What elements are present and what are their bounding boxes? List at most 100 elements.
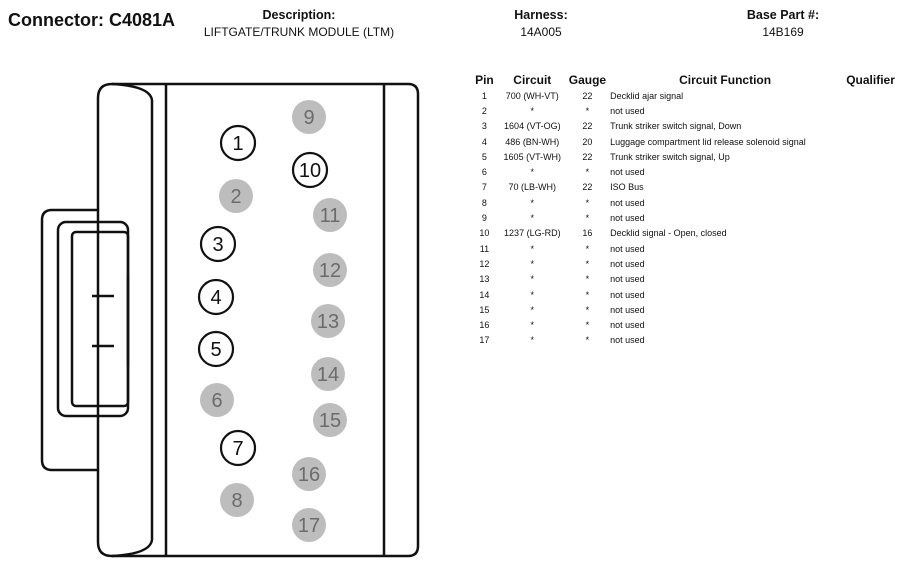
function-cell: not used [610,213,645,224]
connector-title: Connector: C4081A [8,10,176,30]
pin-number: 5 [210,339,221,361]
pin-circle-active [197,330,235,368]
circuit-cell: * [530,320,535,331]
table-row: 9**not used [470,210,900,225]
pin-circle-unused [313,253,347,287]
circuit-cell: * [530,289,535,300]
connector-pin: 5 [197,330,235,368]
qualifier-cell [841,88,900,103]
pin-number: 1 [232,133,243,155]
pin-circle-unused [219,179,253,213]
harness-block: Harness: 14A005 [491,8,591,39]
function-cell: Trunk striker switch signal, Up [610,151,730,162]
qualifier-cell [841,210,900,225]
pin-number: 12 [319,260,341,282]
pin-circle-active [199,225,237,263]
pin-circle-active [219,124,257,162]
pin-number: 16 [298,464,320,486]
qualifier-cell [841,195,900,210]
circuit-cell: * [530,243,535,254]
circuit-cell: * [530,105,535,116]
qualifier-cell [841,134,900,149]
table-row: 2**not used [470,103,900,118]
base-part-value: 14B169 [762,25,804,39]
pin-number: 17 [298,515,320,537]
table-row: 16**not used [470,317,900,332]
table-row: 8**not used [470,195,900,210]
pin-cell: 14 [479,289,490,300]
pin-cell: 13 [479,274,490,285]
table-row: 14**not used [470,287,900,302]
harness-value: 14A005 [520,25,562,39]
pin-number: 7 [232,438,243,460]
gauge-cell: * [585,304,590,315]
gauge-cell: 16 [582,228,593,239]
function-cell: not used [610,243,645,254]
pin-cell: 2 [481,105,487,116]
gauge-cell: 22 [582,121,593,132]
gauge-cell: * [585,335,590,346]
connector-pin: 11 [313,198,347,232]
circuit-cell: * [530,304,535,315]
circuit-cell: 70 (LB-WH) [508,182,557,193]
table-row: 11 * * not used [470,241,900,256]
col-circuit-function: Circuit Function [679,73,772,87]
connector-pin: 9 [292,100,326,134]
pin-cell: 11 [479,243,490,254]
description-value: LIFTGATE/TRUNK MODULE (LTM) [203,25,395,39]
pin-circle-unused [220,483,254,517]
gauge-cell: * [585,258,590,269]
gauge-cell: * [585,274,590,285]
qualifier-cell [841,317,900,332]
circuit-cell: 486 (BN-WH) [505,136,560,147]
connector-pin: 7 [219,429,257,467]
function-cell: not used [610,320,645,331]
circuit-cell: 1605 (VT-WH) [503,151,562,162]
function-cell: not used [610,304,645,315]
pin-number: 3 [212,234,223,256]
circuit-cell: * [530,213,535,224]
pin-number: 10 [299,160,321,182]
pin-cell: 10 [479,228,490,239]
connector-pin: 2 [219,179,253,213]
harness-label: Harness: [514,8,568,22]
description-block: Description: LIFTGATE/TRUNK MODULE (LTM) [186,8,412,39]
connector-pin: 3 [199,225,237,263]
pin-circle-unused [311,357,345,391]
qualifier-cell [841,149,900,164]
connector-pin: 1 [219,124,257,162]
gauge-cell: * [585,197,590,208]
pin-circle-active [197,278,235,316]
qualifier-cell [841,272,900,287]
pin-cell: 16 [479,320,490,331]
gauge-cell: * [585,289,590,300]
pin-cell: 3 [481,121,487,132]
pin-number: 15 [319,410,341,432]
pin-circle-active [291,151,329,189]
function-cell: not used [610,197,645,208]
table-header-row: Pin Circuit Gauge Circuit Function Quali… [470,72,900,88]
gauge-cell: * [585,243,590,254]
function-cell: not used [610,335,645,346]
circuit-cell: 1604 (VT-OG) [504,121,561,132]
function-cell: not used [610,274,645,285]
connector-pin: 17 [292,508,326,542]
qualifier-cell [841,164,900,179]
pin-circle-active [219,429,257,467]
qualifier-cell [841,103,900,118]
function-cell: not used [610,167,645,178]
pin-number: 9 [303,107,314,129]
pin-number: 13 [317,311,339,333]
function-cell: ISO Bus [610,182,644,193]
col-qualifier: Qualifier [846,73,895,87]
function-cell: not used [610,105,645,116]
circuit-cell: * [530,167,535,178]
pin-cell: 4 [481,136,487,147]
pin-cell: 8 [481,197,487,208]
pin-cell: 12 [479,258,490,269]
